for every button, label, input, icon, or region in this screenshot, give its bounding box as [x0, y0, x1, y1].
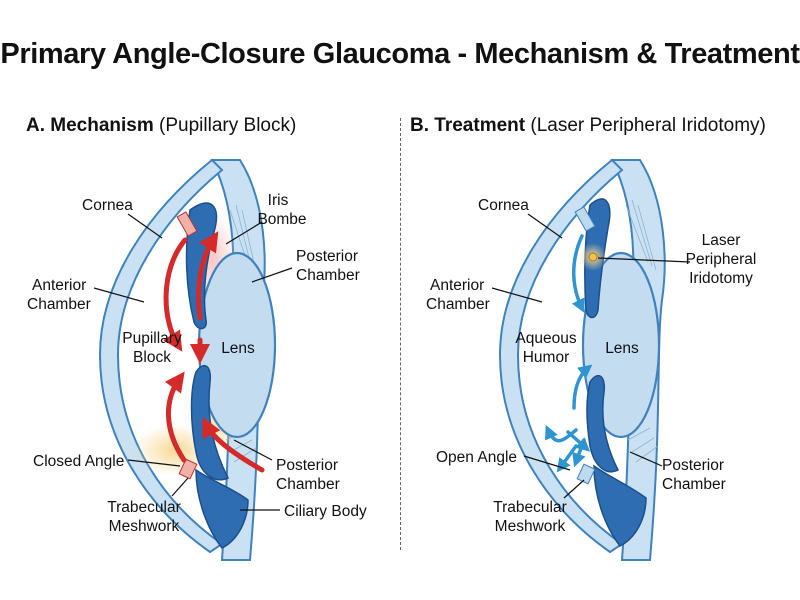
label-lens: Lens	[605, 340, 639, 357]
leader-closed-angle	[127, 459, 181, 467]
label-cornea: Cornea	[82, 197, 133, 214]
leader-laser	[597, 257, 691, 263]
label-anterior-line1: Anterior	[32, 277, 86, 294]
panel-a-heading: A. Mechanism (Pupillary Block)	[26, 115, 296, 137]
label-laser-line1: Laser	[702, 232, 741, 249]
leader-posterior	[629, 451, 663, 467]
label-lens: Lens	[221, 340, 255, 357]
label-aqueous-line1: Aqueous	[515, 330, 576, 347]
panel-divider	[400, 118, 401, 550]
label-anterior-line2: Chamber	[426, 296, 490, 313]
panel-b-heading-subtitle: (Laser Peripheral Iridotomy)	[525, 115, 766, 136]
leader-posterior-top	[251, 267, 293, 283]
flow-arrow-angle-out-2	[556, 444, 578, 473]
leader-trabecular	[171, 477, 189, 497]
label-trabecular-line2: Meshwork	[495, 518, 566, 535]
ciliary-body	[195, 468, 249, 549]
label-trabecular-line1: Trabecular	[493, 499, 567, 516]
page-title: Primary Angle-Closure Glaucoma - Mechani…	[0, 38, 800, 70]
flow-arrow-upper	[571, 234, 585, 314]
flow-arrow-posterior-in	[202, 416, 265, 473]
label-laser-line3: Iridotomy	[689, 270, 753, 287]
label-anterior-line1: Anterior	[430, 277, 484, 294]
panel-a-heading-subtitle: (Pupillary Block)	[153, 115, 297, 136]
label-posterior-line1: Posterior	[662, 457, 724, 474]
iridotomy-hole	[588, 252, 598, 262]
leader-cornea	[527, 213, 563, 239]
flow-arrow-angle-out-1	[545, 424, 578, 443]
leader-posterior-bottom	[233, 439, 273, 461]
flow-arrow-angle-out-4	[572, 438, 586, 468]
leader-anterior	[93, 287, 145, 303]
label-iris-bombe-line2: Bombe	[257, 211, 306, 228]
label-posterior-bottom-line2: Chamber	[276, 476, 340, 493]
panel-b-heading: B. Treatment (Laser Peripheral Iridotomy…	[410, 115, 766, 137]
ciliary-body	[593, 464, 647, 547]
flow-arrow-upper-left	[163, 237, 188, 352]
label-laser-line2: Peripheral	[686, 251, 757, 268]
panel-a-heading-bold: A. Mechanism	[26, 115, 154, 136]
flow-arrow-lower-rise	[572, 364, 593, 410]
label-posterior-top-line2: Chamber	[296, 267, 360, 284]
leader-cornea	[127, 213, 163, 239]
label-posterior-line2: Chamber	[662, 476, 726, 493]
flow-arrow-lower-left	[164, 371, 187, 463]
mechanism-diagram: Cornea Iris Bombe Posterior Chamber Ante…	[27, 158, 367, 561]
label-trabecular-line1: Trabecular	[107, 499, 181, 516]
panel-b-heading-bold: B. Treatment	[410, 115, 526, 136]
label-iris-bombe-line1: Iris	[268, 192, 289, 209]
trabecular-meshwork-top	[176, 211, 198, 237]
label-ciliary-body: Ciliary Body	[284, 503, 367, 520]
leader-trabecular	[563, 479, 585, 499]
label-anterior-line2: Chamber	[27, 296, 91, 313]
aqueous-flow-arrows	[545, 234, 593, 473]
leader-iris-bombe	[225, 221, 263, 245]
label-pupillary-block-line2: Block	[133, 349, 171, 366]
iris-lower	[586, 374, 620, 473]
label-trabecular-line2: Meshwork	[109, 518, 180, 535]
trabecular-meshwork-top	[574, 206, 596, 232]
leader-anterior	[491, 287, 543, 303]
trabecular-meshwork	[178, 458, 198, 480]
label-posterior-bottom-line1: Posterior	[276, 457, 338, 474]
flow-arrow-upper-right	[196, 231, 219, 321]
label-pupillary-block-line1: Pupillary	[122, 330, 182, 347]
zonule-fibers	[625, 199, 659, 463]
trabecular-meshwork	[576, 463, 596, 485]
label-closed-angle: Closed Angle	[33, 453, 124, 470]
label-aqueous-line2: Humor	[523, 349, 570, 366]
label-cornea: Cornea	[478, 197, 529, 214]
leader-open-angle	[523, 455, 571, 471]
treatment-diagram: Cornea Laser Peripheral Iridotomy Anteri…	[426, 158, 757, 561]
aqueous-flow-arrows	[163, 231, 265, 473]
label-posterior-top-line1: Posterior	[296, 248, 358, 265]
label-open-angle: Open Angle	[436, 449, 517, 466]
